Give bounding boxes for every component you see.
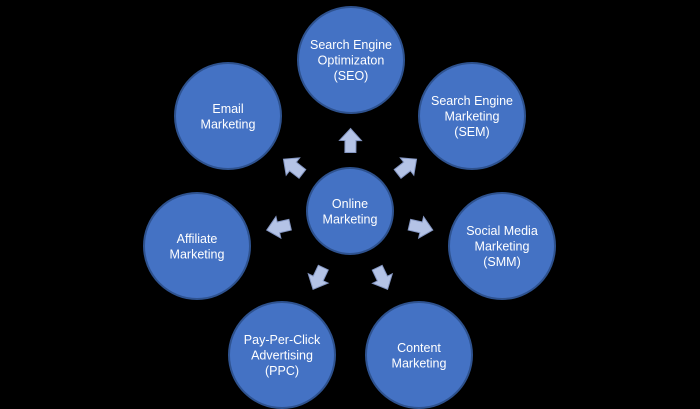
arrow-to-content-icon [371, 264, 394, 291]
node-online-marketing-label-line: Online [332, 197, 368, 211]
arrow-to-affiliate-icon [265, 215, 292, 240]
node-email-label-line: Email [212, 102, 243, 116]
node-ppc-label-line: (PPC) [265, 364, 299, 378]
node-online-marketing-label-line: Marketing [323, 212, 378, 226]
node-online-marketing-circle [306, 167, 394, 255]
node-email-circle [174, 62, 282, 170]
node-sem-label-line: Marketing [445, 110, 500, 124]
node-seo-label-line: Search Engine [310, 38, 392, 52]
node-affiliate-label-line: Marketing [170, 247, 225, 261]
node-seo-circle [297, 6, 405, 114]
node-smm-label-line: (SMM) [483, 255, 521, 269]
arrow-to-smm-icon [407, 215, 434, 240]
node-sem-label-line: Search Engine [431, 94, 513, 108]
node-affiliate-circle [143, 192, 251, 300]
node-affiliate-label-line: Affiliate [177, 232, 218, 246]
node-content-label-line: Marketing [392, 356, 447, 370]
node-smm-label-line: Marketing [475, 240, 530, 254]
node-seo-label-line: Optimizaton [318, 54, 385, 68]
node-smm-circle [448, 192, 556, 300]
arrows-layer [265, 127, 434, 291]
node-email-label-line: Marketing [201, 117, 256, 131]
arrow-to-email-icon [282, 157, 307, 179]
node-ppc-circle [228, 301, 336, 409]
node-sem-circle [418, 62, 526, 170]
node-smm-label-line: Social Media [466, 224, 538, 238]
arrow-to-sem-icon [393, 157, 418, 179]
node-seo-label-line: (SEO) [334, 69, 369, 83]
node-content-label-line: Content [397, 341, 441, 355]
node-ppc-label-line: Advertising [251, 349, 313, 363]
node-ppc-label-line: Pay-Per-Click [244, 333, 321, 347]
node-sem-label-line: (SEM) [454, 125, 489, 139]
arrow-to-seo-icon [338, 127, 363, 154]
node-content-circle [365, 301, 473, 409]
arrow-to-ppc-icon [307, 264, 330, 290]
